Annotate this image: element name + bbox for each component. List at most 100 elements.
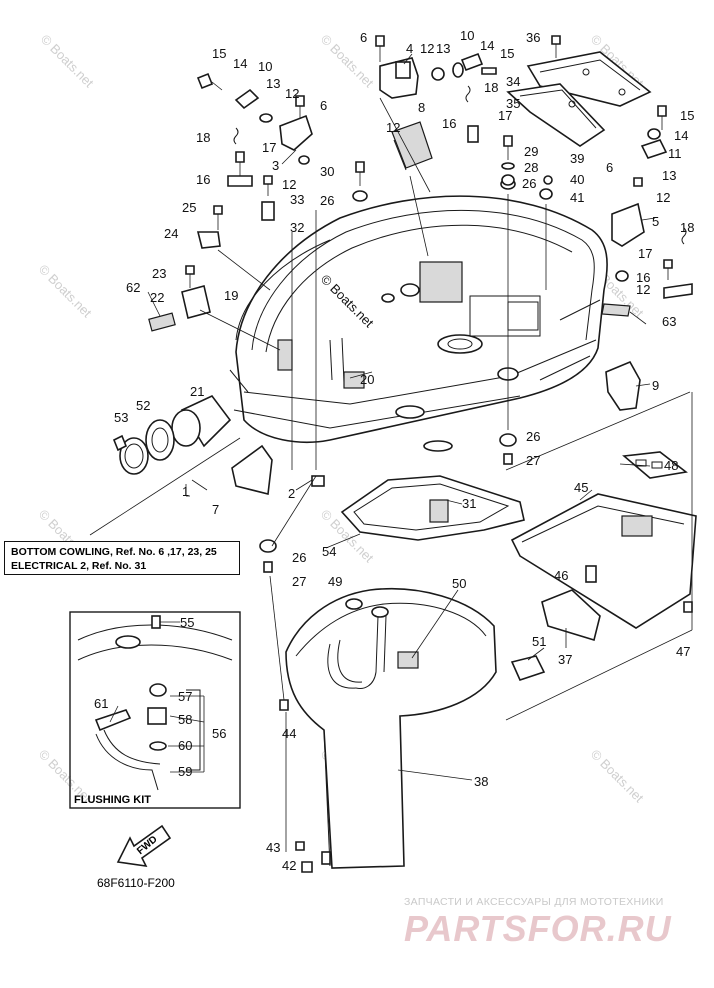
cover-plates — [506, 51, 652, 147]
callout-30: 30 — [320, 164, 334, 179]
callout-27: 27 — [292, 574, 306, 589]
flushing-kit-inset — [69, 611, 241, 809]
reference-line-2: ELECTRICAL 2, Ref. No. 31 — [11, 560, 147, 572]
watermark: © Boats.net — [318, 32, 377, 91]
callout-12: 12 — [636, 282, 650, 297]
grommet-26 — [259, 539, 277, 553]
callout-61: 61 — [94, 696, 108, 711]
callout-63: 63 — [662, 314, 676, 329]
callout-35: 35 — [506, 96, 520, 111]
callout-55: 55 — [180, 615, 194, 630]
bolt-47 — [683, 601, 693, 613]
callout-12: 12 — [420, 41, 434, 56]
gasket — [340, 475, 525, 541]
callout-13: 13 — [266, 76, 280, 91]
callout-1: 1 — [182, 484, 189, 499]
side-clamp — [605, 360, 641, 411]
callout-15: 15 — [680, 108, 694, 123]
callout-41: 41 — [570, 190, 584, 205]
callout-21: 21 — [190, 384, 204, 399]
callout-62: 62 — [126, 280, 140, 295]
callout-29: 29 — [524, 144, 538, 159]
leader-lines — [109, 53, 656, 781]
callout-18: 18 — [196, 130, 210, 145]
callout-54: 54 — [322, 544, 336, 559]
callout-12: 12 — [282, 177, 296, 192]
grommet-plug — [311, 475, 325, 487]
callout-26: 26 — [320, 193, 334, 208]
callout-36: 36 — [526, 30, 540, 45]
callout-26: 26 — [522, 176, 536, 191]
callout-57: 57 — [178, 689, 192, 704]
callout-20: 20 — [360, 372, 374, 387]
callout-11: 11 — [668, 146, 682, 161]
callout-15: 15 — [500, 46, 514, 61]
nut-42 — [301, 861, 313, 873]
callout-49: 49 — [328, 574, 342, 589]
apron — [285, 587, 497, 869]
callout-51: 51 — [532, 634, 546, 649]
water-outlet-assembly — [112, 395, 232, 475]
callout-50: 50 — [452, 576, 466, 591]
upper-parts — [181, 35, 693, 319]
callout-5: 5 — [652, 214, 659, 229]
fitting-46 — [585, 565, 597, 583]
watermark: © Boats.net — [38, 32, 97, 91]
callout-9: 9 — [652, 378, 659, 393]
callout-48: 48 — [664, 458, 678, 473]
callout-60: 60 — [178, 738, 192, 753]
figure-code: 68F6110-F200 — [97, 876, 175, 890]
callout-25: 25 — [182, 200, 196, 215]
shop-caption: ЗАПЧАСТИ И АКСЕССУАРЫ ДЛЯ МОТОТЕХНИКИ — [404, 896, 664, 908]
callout-27: 27 — [526, 453, 540, 468]
brand-logo: PARTSFOR.RU — [404, 908, 672, 949]
callout-46: 46 — [554, 568, 568, 583]
callout-26: 26 — [526, 429, 540, 444]
callout-18: 18 — [484, 80, 498, 95]
grommet-51 — [510, 655, 546, 681]
callout-16: 16 — [196, 172, 210, 187]
callout-14: 14 — [674, 128, 688, 143]
callout-22: 22 — [150, 290, 164, 305]
callout-7: 7 — [212, 502, 219, 517]
callout-12: 12 — [386, 120, 400, 135]
callout-44: 44 — [282, 726, 296, 741]
cover-small — [231, 444, 273, 495]
reference-line-1: BOTTOM COWLING, Ref. No. 6 ,17, 23, 25 — [11, 546, 217, 558]
callout-47: 47 — [676, 644, 690, 659]
callout-6: 6 — [606, 160, 613, 175]
pad-left — [148, 312, 176, 332]
watermark: © Boats.net — [588, 747, 647, 806]
callout-8: 8 — [418, 100, 425, 115]
callout-17: 17 — [498, 108, 512, 123]
callout-3: 3 — [272, 158, 279, 173]
pad-right — [601, 303, 631, 317]
callout-33: 33 — [290, 192, 304, 207]
callout-2: 2 — [288, 486, 295, 501]
callout-10: 10 — [460, 28, 474, 43]
callout-40: 40 — [570, 172, 584, 187]
tray — [510, 451, 697, 629]
callout-16: 16 — [442, 116, 456, 131]
callout-13: 13 — [436, 41, 450, 56]
callout-59: 59 — [178, 764, 192, 779]
callout-17: 17 — [262, 140, 276, 155]
callout-45: 45 — [574, 480, 588, 495]
bolt-44 — [279, 699, 289, 711]
callout-12: 12 — [285, 86, 299, 101]
collar-27 — [263, 561, 273, 573]
callout-12: 12 — [656, 190, 670, 205]
callout-18: 18 — [680, 220, 694, 235]
callout-4: 4 — [406, 41, 413, 56]
callout-42: 42 — [282, 858, 296, 873]
callout-17: 17 — [638, 246, 652, 261]
callout-14: 14 — [480, 38, 494, 53]
callout-6: 6 — [320, 98, 327, 113]
callout-23: 23 — [152, 266, 166, 281]
bottom-cowling — [229, 195, 608, 452]
callout-31: 31 — [462, 496, 476, 511]
callout-32: 32 — [290, 220, 304, 235]
callout-38: 38 — [474, 774, 488, 789]
callout-37: 37 — [558, 652, 572, 667]
